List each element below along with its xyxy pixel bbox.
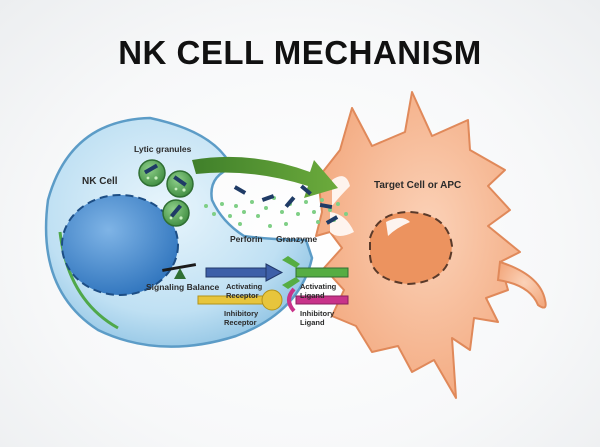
target-highlight <box>332 176 350 206</box>
nk-nucleus <box>61 194 179 296</box>
label-inhibitory-receptor-line2: Receptor <box>224 318 257 327</box>
label-inhibitory-ligand-line1: Inhibitory <box>300 309 335 318</box>
label-nk-cell: NK Cell <box>82 176 118 187</box>
balance-icon <box>162 263 197 279</box>
label-activating-ligand-line1: Activating <box>300 282 337 291</box>
label-signaling-balance: Signaling Balance <box>146 282 219 292</box>
label-lytic-granules: Lytic granules <box>134 144 192 154</box>
lytic-granule <box>162 199 190 227</box>
target-nucleus <box>369 210 454 286</box>
lytic-granule <box>166 170 194 198</box>
inhibitory-ligand <box>287 287 349 313</box>
label-activating-receptor-line1: Activating <box>226 282 263 291</box>
label-granzyme: Granzyme <box>276 234 317 244</box>
label-inhibitory-ligand-line2: Ligand <box>300 318 325 327</box>
release-arrow <box>192 156 338 198</box>
inhibitory-receptor <box>197 289 283 311</box>
label-activating-receptor-line2: Receptor <box>226 291 259 300</box>
label-inhibitory-receptor-line1: Inhibitory <box>224 309 259 318</box>
activating-ligand <box>282 256 349 289</box>
label-perforin: Perforin <box>230 234 263 244</box>
activating-receptor <box>205 263 284 282</box>
label-target-cell: Target Cell or APC <box>374 180 461 191</box>
lytic-granule <box>138 159 166 187</box>
granzyme-particles <box>233 184 339 225</box>
label-activating-ligand-line2: Ligand <box>300 291 325 300</box>
diagram-title: NK CELL MECHANISM <box>118 34 482 71</box>
